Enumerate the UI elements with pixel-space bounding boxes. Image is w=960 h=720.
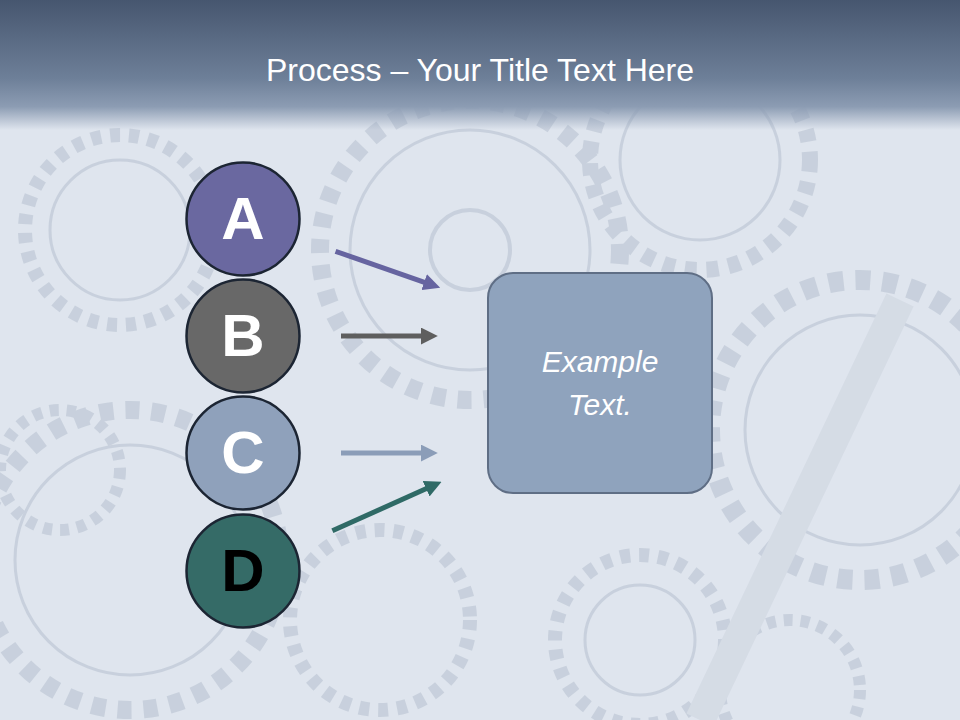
connector-arrow bbox=[341, 334, 431, 339]
circle-letter: B bbox=[221, 306, 264, 366]
circle-outline bbox=[187, 515, 300, 628]
circle-letter: C bbox=[221, 423, 264, 483]
circle-letter: D bbox=[221, 541, 264, 601]
process-box: Example Text. bbox=[487, 272, 713, 494]
letter-circle: C bbox=[185, 395, 301, 511]
circle-letter: A bbox=[221, 189, 264, 249]
circle-outline bbox=[187, 163, 300, 276]
letter-circle: D bbox=[185, 513, 301, 629]
connector-arrow bbox=[332, 485, 435, 531]
connector-arrow bbox=[341, 451, 431, 456]
title-bar: Process – Your Title Text Here bbox=[0, 52, 960, 89]
box-label: Example Text. bbox=[525, 340, 675, 427]
letter-circle: A bbox=[185, 161, 301, 277]
circle-outline bbox=[187, 280, 300, 393]
connector-arrow bbox=[336, 251, 434, 285]
circle-outline bbox=[187, 397, 300, 510]
letter-circle: B bbox=[185, 278, 301, 394]
title-text: Process – Your Title Text Here bbox=[266, 52, 694, 88]
